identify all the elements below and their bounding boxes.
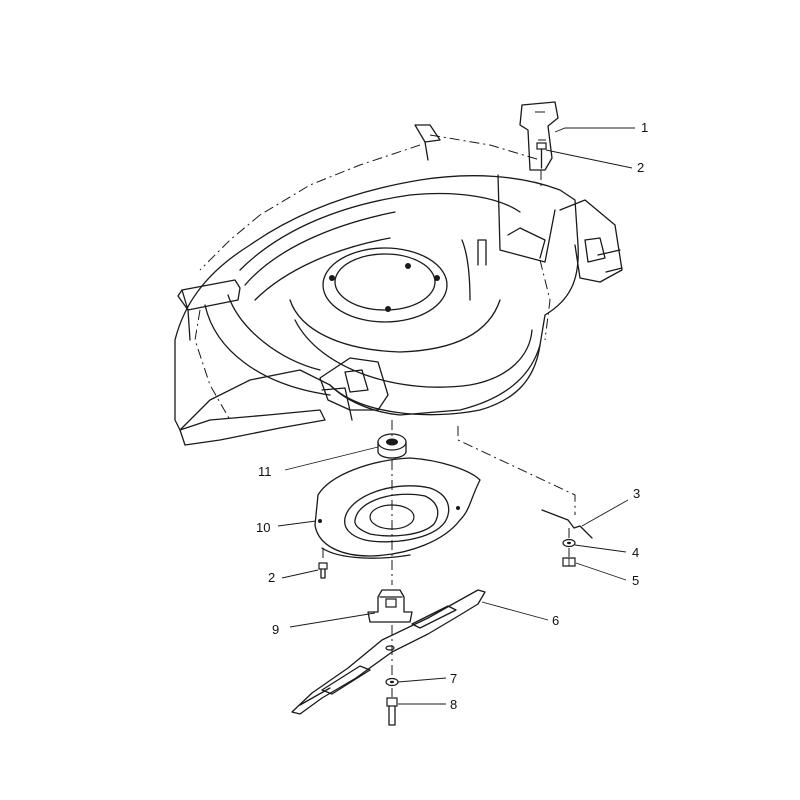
spacer-part bbox=[377, 433, 407, 459]
callout-1: 1 bbox=[641, 120, 648, 135]
blade-bolt-part bbox=[386, 697, 398, 726]
callout-8: 8 bbox=[450, 697, 457, 712]
deflector-wire-part bbox=[541, 509, 593, 539]
leader-lines bbox=[277, 127, 635, 705]
assembly-centerlines bbox=[322, 170, 576, 697]
callout-7: 7 bbox=[450, 671, 457, 686]
mower-deck-housing bbox=[174, 124, 623, 446]
baffle-plate-part bbox=[314, 457, 481, 559]
blade-adapter-part bbox=[367, 589, 413, 623]
washer-part bbox=[562, 538, 576, 548]
callout-4: 4 bbox=[632, 545, 639, 560]
blade-washer-part bbox=[385, 677, 399, 687]
callout-2-lower: 2 bbox=[268, 570, 275, 585]
rear-bracket-part bbox=[519, 101, 559, 171]
callout-labels: 1 2 3 4 5 6 7 8 9 10 11 2 bbox=[256, 120, 648, 712]
callout-6: 6 bbox=[552, 613, 559, 628]
callout-11: 11 bbox=[258, 464, 272, 479]
callout-2-upper: 2 bbox=[637, 160, 644, 175]
callout-9: 9 bbox=[272, 622, 279, 637]
callout-3: 3 bbox=[633, 486, 640, 501]
callout-10: 10 bbox=[256, 520, 270, 535]
bolt-upper-part bbox=[536, 142, 547, 169]
callout-5: 5 bbox=[632, 573, 639, 588]
bolt-lower-part bbox=[318, 562, 328, 579]
nut-part bbox=[562, 557, 576, 567]
blade-part bbox=[291, 589, 486, 715]
